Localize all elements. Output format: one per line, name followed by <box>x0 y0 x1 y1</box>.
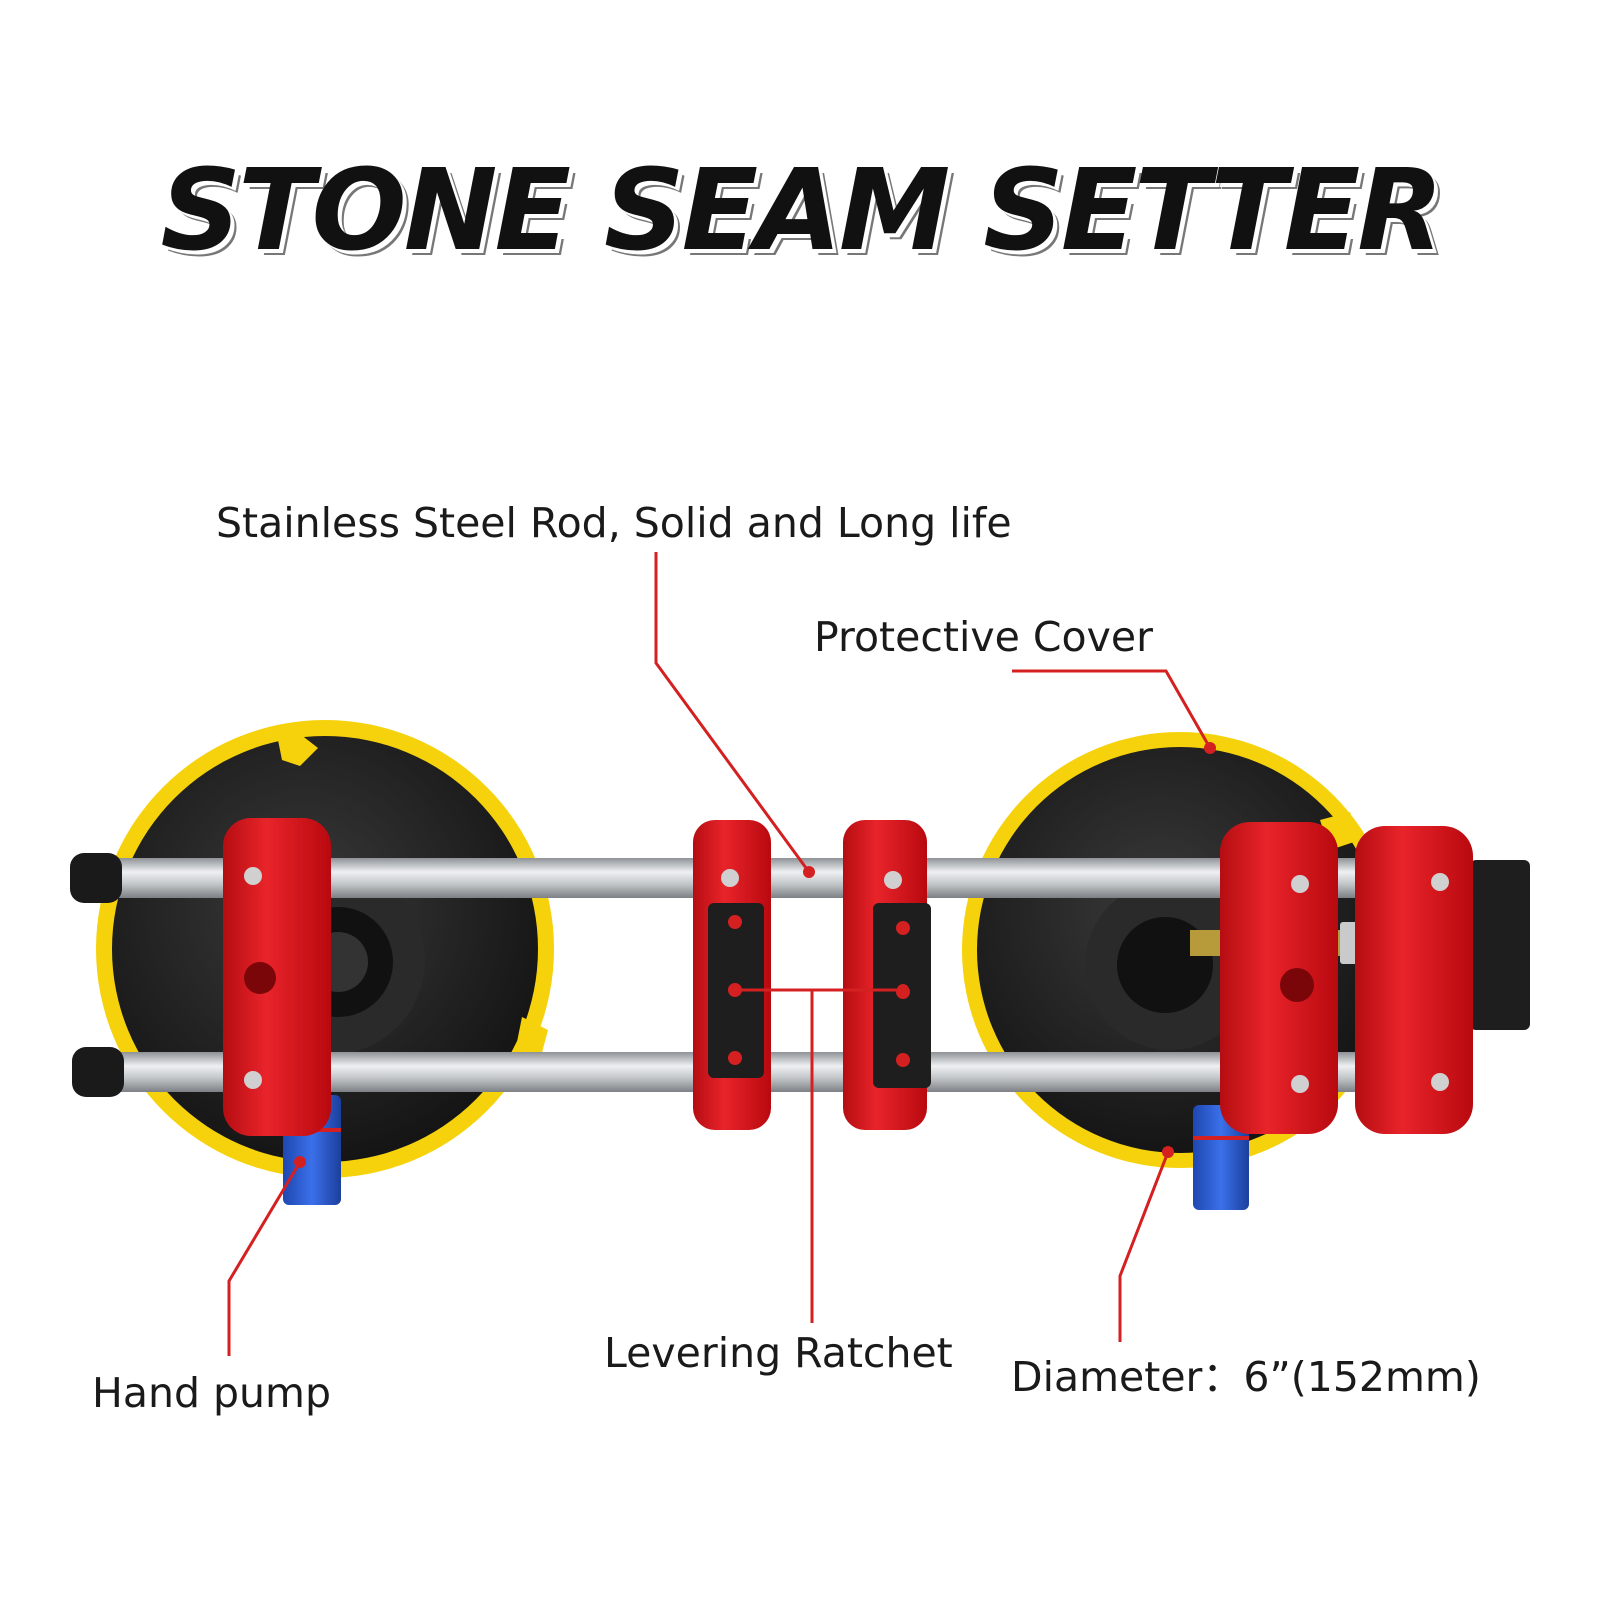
ratchet-block-1 <box>693 820 771 1130</box>
end-red-block <box>1355 826 1473 1134</box>
leader-dots <box>294 742 1216 1168</box>
leader-diameter <box>1118 1151 1170 1342</box>
leader-cover <box>1012 669 1212 749</box>
leader-lines <box>227 552 1212 1356</box>
right-red-block <box>1220 822 1338 1134</box>
left-red-block <box>223 818 331 1136</box>
page-title: STONE SEAM SETTER <box>160 146 1443 276</box>
leader-pump <box>227 1161 302 1356</box>
label-protective-cover: Protective Cover <box>814 613 1153 661</box>
label-stainless-rod: Stainless Steel Rod, Solid and Long life <box>216 499 1012 547</box>
label-levering-ratchet: Levering Ratchet <box>604 1329 953 1377</box>
end-bracket <box>1470 860 1530 1030</box>
right-hand-pump <box>1193 1105 1249 1210</box>
label-hand-pump: Hand pump <box>92 1369 331 1417</box>
label-diameter: Diameter：6”(152mm) <box>1011 1353 1481 1401</box>
ratchet-block-2 <box>843 820 931 1130</box>
leader-rod <box>654 552 811 873</box>
